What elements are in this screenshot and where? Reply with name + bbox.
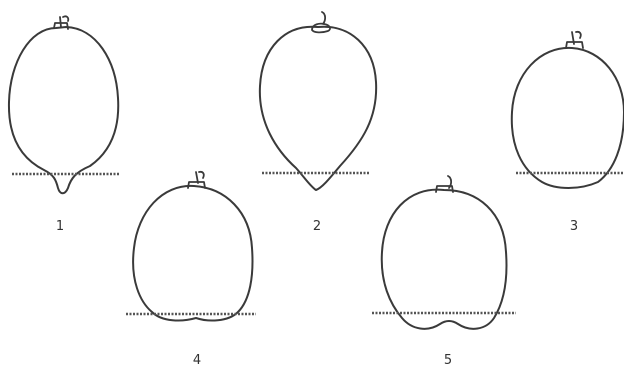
shape-label-2: 2 <box>313 219 321 234</box>
fruit-shape-3: 3 <box>512 32 624 234</box>
fruit-shape-1: 1 <box>9 16 120 234</box>
stem-2 <box>312 12 330 32</box>
fruit-outline-1 <box>9 27 118 193</box>
shape-label-1: 1 <box>56 219 64 234</box>
stem-3 <box>566 32 583 48</box>
fruit-shape-4: 4 <box>126 172 256 368</box>
fruit-shape-5: 5 <box>372 176 516 368</box>
fruit-outline-2 <box>260 27 376 190</box>
fruit-outline-4 <box>133 186 252 321</box>
fruit-shape-2: 2 <box>260 12 376 234</box>
shape-label-5: 5 <box>444 353 452 368</box>
shape-label-4: 4 <box>193 353 201 368</box>
fruit-outline-5 <box>382 190 507 329</box>
shape-label-3: 3 <box>570 219 578 234</box>
fruit-outline-3 <box>512 48 624 188</box>
